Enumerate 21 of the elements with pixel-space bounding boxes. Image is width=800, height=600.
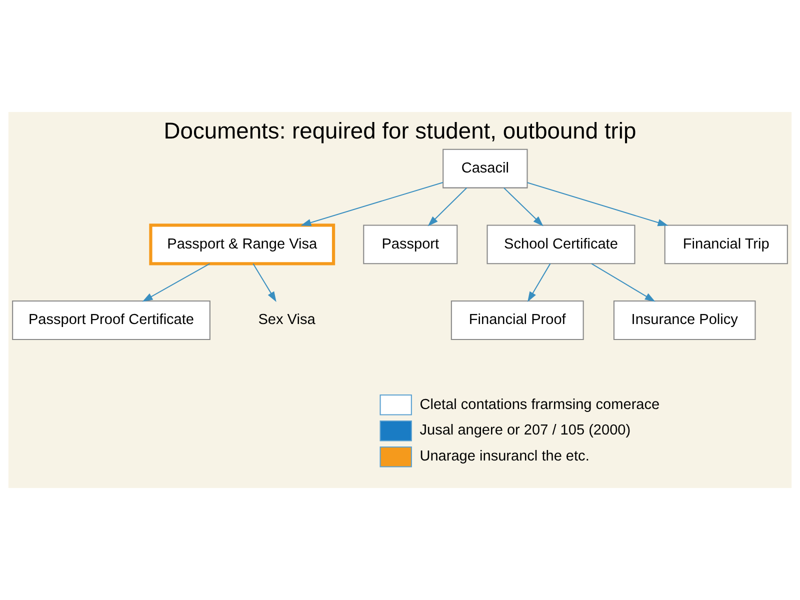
legend-label: Cletal contations frarmsing comerace xyxy=(420,396,660,413)
arrow xyxy=(504,188,544,226)
node-box: Financial Trip xyxy=(664,224,788,264)
legend-label: Jusal angere or 207 / 105 (2000) xyxy=(420,422,631,439)
arrow xyxy=(428,188,468,226)
arrow xyxy=(591,263,656,302)
arrow xyxy=(252,263,276,302)
arrow xyxy=(142,263,210,302)
arrow xyxy=(527,182,668,226)
node-box: Passport & Range Visa xyxy=(149,224,336,266)
node-box: Insurance Policy xyxy=(613,300,756,340)
arrow xyxy=(300,182,443,226)
node-box: Passport xyxy=(363,224,458,264)
node-box: Financial Proof xyxy=(450,300,584,340)
node-box: School Certificate xyxy=(486,224,636,264)
diagram-title: Documents: required for student, outbound trip xyxy=(164,118,636,144)
node-box: Casacil xyxy=(442,148,528,188)
node-box: Passport Proof Certificate xyxy=(12,300,210,340)
legend-label: Unarage insurancl the etc. xyxy=(420,448,590,465)
arrow xyxy=(528,263,551,302)
node-text: Sex Visa xyxy=(258,312,316,328)
